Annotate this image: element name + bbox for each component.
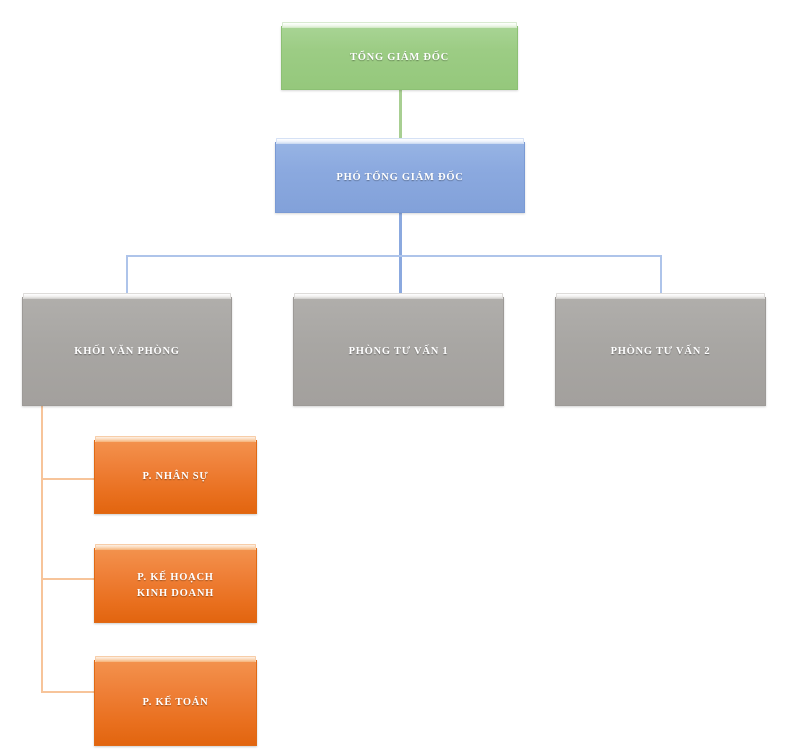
connector-branch-hr xyxy=(41,478,96,480)
node-p-ke-hoach-kinh-doanh[interactable]: P. KẾ HOẠCH KINH DOANH xyxy=(94,544,257,623)
connector-branch-accounting xyxy=(41,691,96,693)
node-label: KHỐI VĂN PHÒNG xyxy=(74,345,180,357)
node-bevel xyxy=(95,656,256,662)
node-label: TỔNG GIÁM ĐỐC xyxy=(350,52,449,64)
connector-bus-to-office-block xyxy=(126,255,128,297)
node-bevel xyxy=(95,436,256,442)
node-bevel xyxy=(294,293,503,299)
node-phong-tu-van-1[interactable]: PHÒNG TƯ VẤN 1 xyxy=(293,293,504,406)
node-p-nhan-su[interactable]: P. NHÂN SỰ xyxy=(94,436,257,514)
connector-deputy-trunk xyxy=(399,212,402,297)
node-label: PHÒNG TƯ VẤN 1 xyxy=(348,345,449,357)
connector-ceo-to-deputy xyxy=(399,88,402,140)
connector-office-block-trunk xyxy=(41,406,43,693)
node-p-ke-toan[interactable]: P. KẾ TOÁN xyxy=(94,656,257,746)
node-bevel xyxy=(282,22,517,28)
node-label: P. KẾ TOÁN xyxy=(142,697,209,709)
node-bevel xyxy=(95,544,256,550)
node-bevel xyxy=(23,293,231,299)
node-label: P. KẾ HOẠCH KINH DOANH xyxy=(136,572,215,599)
node-bevel xyxy=(276,138,524,144)
node-bevel xyxy=(556,293,765,299)
node-label: PHÓ TỔNG GIÁM ĐỐC xyxy=(336,171,464,183)
connector-branch-business-planning xyxy=(41,578,96,580)
connector-bus-to-consulting-2 xyxy=(660,255,662,297)
node-khoi-van-phong[interactable]: KHỐI VĂN PHÒNG xyxy=(22,293,232,406)
node-label: PHÒNG TƯ VẤN 2 xyxy=(610,345,711,357)
node-tong-giam-doc[interactable]: TỔNG GIÁM ĐỐC xyxy=(281,22,518,90)
connector-level3-bus xyxy=(126,255,662,257)
node-pho-tong-giam-doc[interactable]: PHÓ TỔNG GIÁM ĐỐC xyxy=(275,138,525,213)
node-phong-tu-van-2[interactable]: PHÒNG TƯ VẤN 2 xyxy=(555,293,766,406)
node-label: P. NHÂN SỰ xyxy=(142,471,209,483)
